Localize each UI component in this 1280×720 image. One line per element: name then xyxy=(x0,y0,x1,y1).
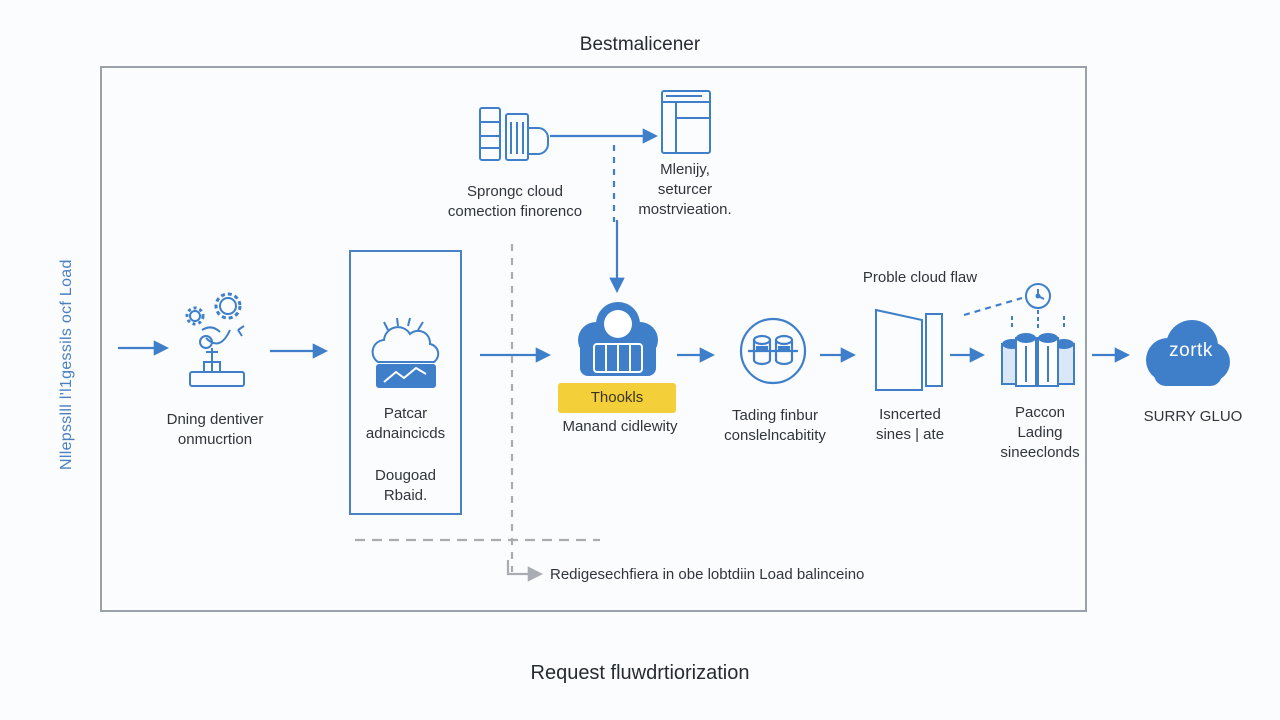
document-panel-icon xyxy=(661,90,711,154)
top-left-node-label: Sprongc cloud comection finorenco xyxy=(447,183,583,220)
database-circle-icon xyxy=(739,317,807,385)
gear-robot-icon xyxy=(185,292,245,387)
diagram-bottom-title: Request fluwdrtiorization xyxy=(530,662,750,684)
node-7-label: SURRY GLUO xyxy=(1143,408,1243,425)
node-1-label: Dning dentiver onmucrtion xyxy=(166,411,264,448)
diagram-title: Bestmalicener xyxy=(579,34,701,55)
node-3-tag: Thookls xyxy=(558,383,676,413)
redirect-note: Redigesechfiera in obe lobtdiin Load bal… xyxy=(550,566,865,583)
node-7-cloud-text: zortk xyxy=(1169,340,1213,361)
cloud-gateway-icon xyxy=(578,302,658,376)
node-6-label: Paccon Lading sineeclonds xyxy=(1000,404,1080,461)
node-6-header: Proble cloud flaw xyxy=(862,269,978,286)
node-2-box xyxy=(349,250,462,515)
diagram-frame xyxy=(100,66,1087,612)
cloud-icon xyxy=(1146,320,1230,386)
cloud-chart-icon xyxy=(371,317,440,388)
node-2-sublabel: Dougoad Rbaid. xyxy=(375,467,436,504)
node-5-label: Isncerted sines | ate xyxy=(875,406,945,443)
redirect-arrow xyxy=(506,560,544,582)
cylinder-cluster-icon xyxy=(1001,283,1075,387)
node-2-label: Patcar adnaincicds xyxy=(365,405,446,442)
node-3-label: Manand cidlewity xyxy=(562,418,678,435)
node-4-label: Tading finbur conslelncabitity xyxy=(724,407,826,444)
top-right-node-label: Mlenijy, seturcer mostrvieation. xyxy=(638,161,732,218)
server-rack-icon xyxy=(479,107,549,161)
panel-door-icon xyxy=(875,308,943,391)
